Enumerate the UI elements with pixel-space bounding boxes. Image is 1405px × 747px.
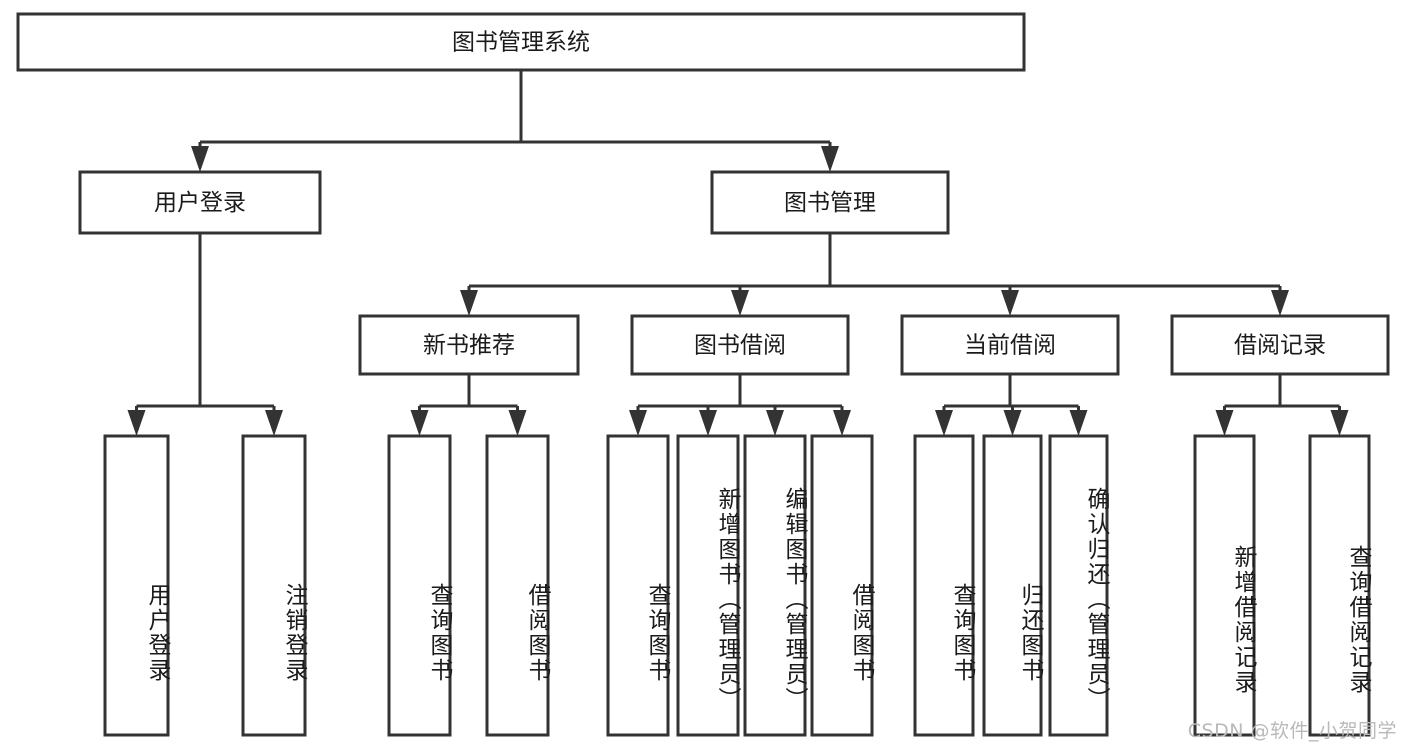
node-label-new-book-recommend: 新书推荐 <box>423 333 515 359</box>
node-box-user-login[interactable] <box>78 170 322 235</box>
node-label-current-borrow: 当前借阅 <box>964 333 1056 359</box>
node-label-book-borrow: 图书借阅 <box>694 333 786 359</box>
arrow-head-icon <box>935 410 953 436</box>
node-box-leaf-query-book-3[interactable] <box>913 434 975 737</box>
arrow-head-icon <box>1330 410 1349 436</box>
node-box-book-manage[interactable] <box>710 170 950 235</box>
arrow-head-icon <box>127 410 146 436</box>
box-layer <box>16 12 1390 737</box>
arrow-head-icon <box>265 410 283 436</box>
arrow-head-icon <box>821 146 839 172</box>
node-label-borrow-record: 借阅记录 <box>1234 333 1326 359</box>
node-box-root[interactable] <box>16 12 1026 72</box>
node-box-current-borrow[interactable] <box>900 314 1120 376</box>
arrow-head-icon <box>191 146 209 172</box>
node-box-leaf-borrow-book-2[interactable] <box>810 434 874 737</box>
node-label-user-login: 用户登录 <box>154 190 246 216</box>
node-box-leaf-borrow-book-1[interactable] <box>485 434 550 737</box>
node-label-root: 图书管理系统 <box>452 30 590 56</box>
node-box-book-borrow[interactable] <box>630 314 850 376</box>
connector-layer <box>127 70 1349 436</box>
arrow-head-icon <box>410 410 429 436</box>
arrow-head-icon <box>1003 410 1022 436</box>
node-box-leaf-add-book[interactable] <box>676 434 740 737</box>
arrow-head-icon <box>1271 290 1289 316</box>
node-box-new-book-recommend[interactable] <box>358 314 580 376</box>
arrow-head-icon <box>731 290 749 316</box>
node-box-leaf-confirm-return[interactable] <box>1048 434 1109 737</box>
arrow-head-icon <box>1215 410 1234 436</box>
node-box-leaf-edit-book[interactable] <box>743 434 807 737</box>
arrow-head-icon <box>460 290 478 316</box>
node-box-leaf-query-book-1[interactable] <box>387 434 452 737</box>
arrow-head-icon <box>766 410 784 436</box>
node-box-leaf-return-book[interactable] <box>982 434 1043 737</box>
node-label-book-manage: 图书管理 <box>784 190 876 216</box>
node-box-leaf-user-login[interactable] <box>103 434 170 737</box>
arrow-head-icon <box>833 410 851 436</box>
node-box-leaf-query-record[interactable] <box>1308 434 1371 737</box>
arrow-head-icon <box>1069 410 1088 436</box>
arrow-head-icon <box>1001 290 1019 316</box>
node-box-leaf-query-book-2[interactable] <box>606 434 670 737</box>
arrow-head-icon <box>629 410 647 436</box>
node-box-borrow-record[interactable] <box>1170 314 1390 376</box>
node-box-leaf-logout[interactable] <box>241 434 307 737</box>
arrow-head-icon <box>699 410 717 436</box>
node-box-leaf-add-record[interactable] <box>1193 434 1256 737</box>
arrow-head-icon <box>508 410 527 436</box>
